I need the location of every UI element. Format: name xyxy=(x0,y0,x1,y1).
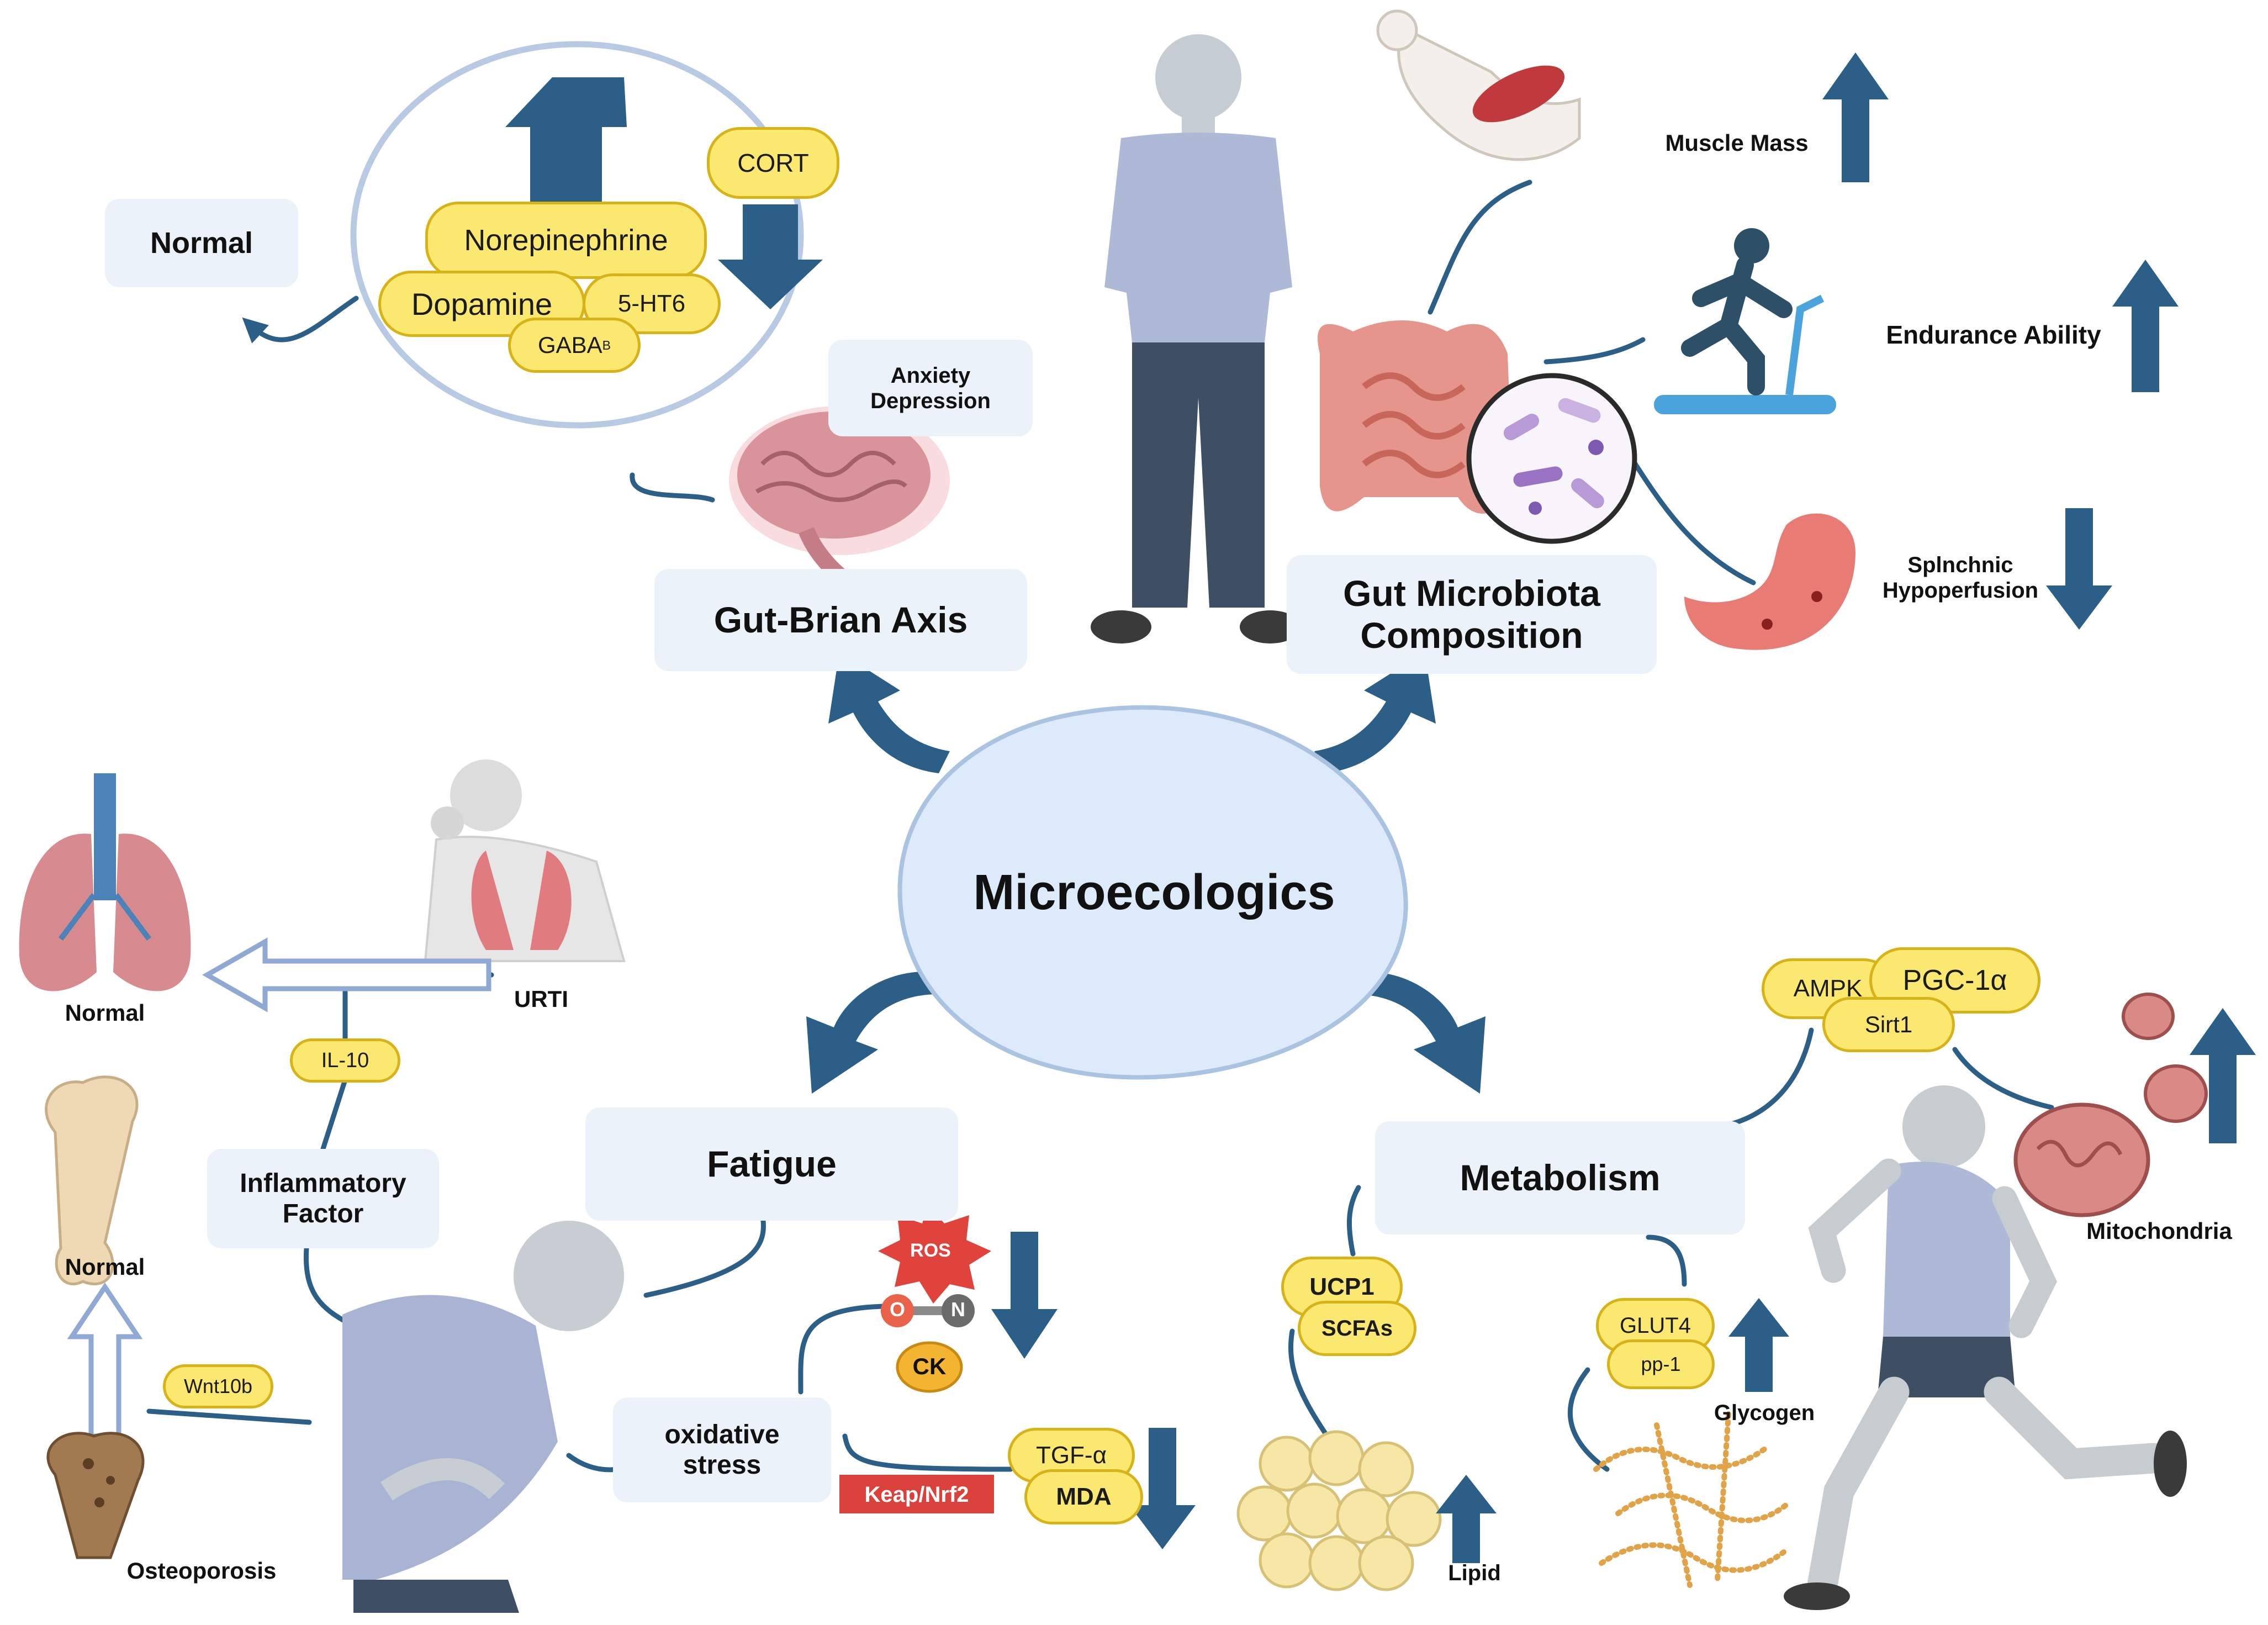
osteoporosis-to-normal-hollow-arrow xyxy=(67,1282,143,1439)
brain-normal-arrow xyxy=(242,296,359,344)
oxidative-stress-box: oxidative stress xyxy=(613,1397,831,1502)
back-pain-man-icon xyxy=(342,1221,624,1613)
muscle-connector xyxy=(1428,180,1532,315)
endurance-up-arrow-icon xyxy=(2112,260,2179,392)
brain-connector xyxy=(630,472,715,503)
o-atom-label: O xyxy=(889,1298,905,1321)
sirt1-mito-connector xyxy=(1952,1047,2054,1110)
muscle-arm-icon xyxy=(1376,9,1581,161)
arrow-to-microbiota xyxy=(1314,652,1436,773)
gaba-subscript: B xyxy=(602,337,611,352)
inflammatory-factor-box: Inflammatory Factor xyxy=(207,1149,439,1248)
tgf-down-arrow-icon xyxy=(1129,1428,1196,1549)
center-blob xyxy=(897,705,1408,1080)
metabolism-box: Metabolism xyxy=(1375,1121,1745,1234)
fatigue-connector xyxy=(643,1210,766,1298)
lipid-label: Lipid xyxy=(1448,1561,1501,1585)
up-arrow-icon xyxy=(505,77,627,204)
ck-badge xyxy=(896,1341,963,1393)
scfas-connector xyxy=(1288,1328,1328,1436)
running-man-icon xyxy=(1784,1085,2187,1610)
stomach-icon xyxy=(1684,513,1855,650)
gaba-label: GABA xyxy=(537,332,602,358)
center-arrows xyxy=(806,652,1485,1094)
ros-burst-icon xyxy=(878,1204,991,1304)
glycogen-up-arrow-icon xyxy=(1728,1298,1789,1392)
norepinephrine-pill: Norepinephrine xyxy=(425,202,707,279)
mitochondria-up-arrow-icon xyxy=(2190,1008,2256,1143)
pp-1-pill: pp-1 xyxy=(1607,1339,1715,1389)
gut-brain-axis-box: Gut-Brian Axis xyxy=(654,569,1027,671)
wnt10b-pill: Wnt10b xyxy=(163,1364,273,1408)
intestine-icon xyxy=(1318,320,1513,514)
bone-normal-label: Normal xyxy=(65,1254,145,1280)
ros-label: ROS xyxy=(910,1240,951,1261)
splanchnic-hypoperfusion-label: Splnchnic Hypoperfusion xyxy=(1882,553,2039,603)
mda-pill: MDA xyxy=(1024,1469,1143,1524)
lung-normal-label: Normal xyxy=(65,1000,145,1026)
ros-connector xyxy=(798,1304,886,1395)
ck-label: CK xyxy=(912,1353,947,1379)
n-atom xyxy=(942,1294,975,1327)
glut4-connector xyxy=(1646,1234,1687,1287)
center-title: Microecologics xyxy=(973,865,1335,920)
metabolism-ampk-connector xyxy=(1693,1027,1814,1132)
human-figure-icon xyxy=(1091,34,1300,643)
brain-normal-box: Normal xyxy=(105,199,298,287)
coughing-man-icon xyxy=(424,759,626,962)
sirt1-pill: Sirt1 xyxy=(1822,997,1955,1052)
il10-connector-bottom xyxy=(320,1077,348,1152)
endurance-ability-label: Endurance Ability xyxy=(1886,320,2101,349)
anxiety-depression-box: Anxiety Depression xyxy=(828,340,1033,436)
osteoporosis-label: Osteoporosis xyxy=(126,1558,277,1584)
glycogen-connector xyxy=(1567,1367,1610,1472)
stomach-connector xyxy=(1624,447,1756,585)
urti-to-normal-hollow-arrow xyxy=(202,937,491,1012)
down-arrow-icon xyxy=(718,204,823,309)
urti-label: URTI xyxy=(514,986,568,1012)
tgf-connector xyxy=(842,1433,1013,1472)
treadmill-connector xyxy=(1543,337,1646,365)
microbe-circle-icon xyxy=(1466,373,1637,544)
ros-down-arrow-icon xyxy=(991,1232,1058,1359)
ucp1-connector xyxy=(1346,1185,1361,1257)
mitochondria-label: Mitochondria xyxy=(2086,1218,2232,1244)
lipid-cells-icon xyxy=(1236,1430,1442,1591)
arrow-to-fatigue xyxy=(806,971,939,1094)
brain-icon xyxy=(729,406,950,587)
normal-bone-icon xyxy=(45,1075,139,1286)
glycogen-icon xyxy=(1593,1411,1792,1588)
arrow-to-metabolism xyxy=(1353,971,1485,1094)
glycogen-label: Glycogen xyxy=(1714,1401,1815,1425)
keap-nrf2-bar xyxy=(839,1475,994,1513)
il-10-pill: IL-10 xyxy=(290,1038,400,1083)
muscle-mass-label: Muscle Mass xyxy=(1665,130,1809,156)
muscle-up-arrow-icon xyxy=(1822,52,1889,182)
scfas-pill: SCFAs xyxy=(1298,1301,1416,1356)
cort-pill: CORT xyxy=(707,127,839,199)
fatigue-box: Fatigue xyxy=(585,1107,958,1221)
mitochondria-icon xyxy=(2013,993,2208,1217)
osteoporosis-bone-icon xyxy=(46,1432,145,1559)
o-atom xyxy=(881,1294,914,1327)
lungs-icon xyxy=(19,773,191,991)
treadmill-runner-icon xyxy=(1654,228,1836,414)
arrow-to-gut-brain xyxy=(828,652,950,773)
wnt10b-connector xyxy=(146,1408,312,1425)
gut-microbiota-box: Gut Microbiota Composition xyxy=(1287,555,1657,674)
keap-nrf2-label: Keap/Nrf2 xyxy=(864,1482,969,1507)
inflammatory-connector xyxy=(303,1246,356,1328)
splanchnic-down-arrow-icon xyxy=(2046,508,2112,630)
n-atom-label: N xyxy=(951,1298,965,1321)
lipid-up-arrow-icon xyxy=(1436,1475,1497,1563)
